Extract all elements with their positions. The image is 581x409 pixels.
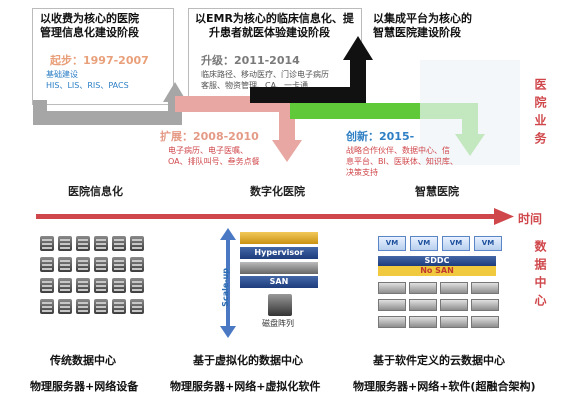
- server-icon: [378, 316, 406, 328]
- server-icon: [471, 282, 499, 294]
- pink-arrow: [175, 96, 295, 140]
- san-bar: SAN: [240, 276, 318, 288]
- building-image: [420, 60, 520, 165]
- phase-3-items: 战略合作伙伴、数据中心、信息平台、BI、医联体、知识库、决策支持: [346, 146, 458, 177]
- right-top-label: 医院业务: [533, 78, 547, 150]
- phase-3-title: 以集成平台为核心的智慧医院建设阶段: [373, 12, 472, 39]
- vm-icon: VM: [378, 236, 406, 251]
- server-icon: [471, 316, 499, 328]
- cloud-server-grid: [378, 282, 499, 328]
- disk-array-label: 磁盘阵列: [262, 319, 294, 328]
- right-bottom-label: 数据中心: [533, 240, 547, 312]
- traditional-server-racks: [40, 236, 144, 314]
- vm-icon: VM: [442, 236, 470, 251]
- server-icon: [40, 236, 54, 251]
- server-icon: [94, 299, 108, 314]
- hypervisor-bar: Hypervisor: [240, 247, 318, 259]
- disk-array-icon: [268, 294, 292, 316]
- server-icon: [40, 299, 54, 314]
- server-icon: [130, 257, 144, 272]
- server-icon: [130, 278, 144, 293]
- stage-1-name: 医院信息化: [68, 185, 123, 198]
- sddc-bar: SDDC: [378, 256, 496, 266]
- scale-up-label: Scale-up: [221, 268, 230, 307]
- dc-1-subtitle: 物理服务器+网络设备: [30, 380, 139, 393]
- server-icon: [40, 278, 54, 293]
- server-icon: [58, 236, 72, 251]
- server-icon: [58, 278, 72, 293]
- server-icon: [378, 282, 406, 294]
- server-icon: [112, 236, 126, 251]
- vm-layer-bar: [240, 232, 318, 244]
- phase-2-items: 临床路径、移动医疗、门诊电子病历客服、物资管理、CA、一卡通: [201, 70, 329, 90]
- server-icon: [130, 299, 144, 314]
- black-arrow: [250, 58, 366, 103]
- gray-arrow: [33, 100, 182, 125]
- server-icon: [94, 278, 108, 293]
- phase-3-label: 创新：2015-: [346, 130, 415, 143]
- vm-icon: VM: [474, 236, 502, 251]
- phase-1-title: 以收费为核心的医院管理信息化建设阶段: [40, 12, 139, 39]
- dc-2-subtitle: 物理服务器+网络+虚拟化软件: [170, 380, 321, 393]
- server-icon: [94, 236, 108, 251]
- server-icon: [440, 316, 468, 328]
- stage-2-name: 数字化医院: [250, 185, 305, 198]
- server-icon: [409, 282, 437, 294]
- dc-3-subtitle: 物理服务器+网络+软件(超融合架构): [353, 380, 536, 393]
- timeline-label: 时间: [518, 212, 543, 226]
- server-icon: [40, 257, 54, 272]
- server-icon: [58, 257, 72, 272]
- scale-up-arrow: [220, 228, 236, 338]
- server-icon: [440, 282, 468, 294]
- server-strip: [240, 262, 318, 274]
- expand-label: 扩展：2008-2010: [160, 130, 259, 143]
- vm-row: VM VM VM VM: [378, 236, 502, 251]
- server-icon: [440, 299, 468, 311]
- server-icon: [58, 299, 72, 314]
- server-icon: [76, 299, 90, 314]
- phase-2-title: 以EMR为核心的临床信息化、提升患者就医体验建设阶段: [195, 12, 354, 39]
- server-icon: [76, 278, 90, 293]
- server-icon: [112, 257, 126, 272]
- no-san-bar: No SAN: [378, 266, 496, 276]
- phase-1-label: 起步：1997-2007: [50, 54, 149, 67]
- dc-2-title: 基于虚拟化的数据中心: [193, 354, 303, 367]
- vm-icon: VM: [410, 236, 438, 251]
- dc-3-title: 基于软件定义的云数据中心: [373, 354, 505, 367]
- server-icon: [112, 278, 126, 293]
- server-icon: [112, 299, 126, 314]
- phase-2-label: 升级：2011-2014: [201, 54, 300, 67]
- server-icon: [130, 236, 144, 251]
- expand-items: 电子病历、电子医嘱、OA、排队叫号、叁务点餐: [168, 146, 260, 166]
- timeline-arrow: [36, 208, 514, 225]
- pink-arrow-head: [272, 140, 302, 162]
- server-icon: [76, 236, 90, 251]
- server-icon: [409, 316, 437, 328]
- server-icon: [76, 257, 90, 272]
- stage-arrows: [33, 36, 520, 165]
- phase-1-box: [32, 8, 174, 105]
- server-icon: [471, 299, 499, 311]
- stage-3-name: 智慧医院: [415, 185, 459, 198]
- black-arrow-head: [343, 36, 373, 60]
- server-icon: [409, 299, 437, 311]
- server-icon: [94, 257, 108, 272]
- server-icon: [378, 299, 406, 311]
- dc-1-title: 传统数据中心: [50, 354, 116, 367]
